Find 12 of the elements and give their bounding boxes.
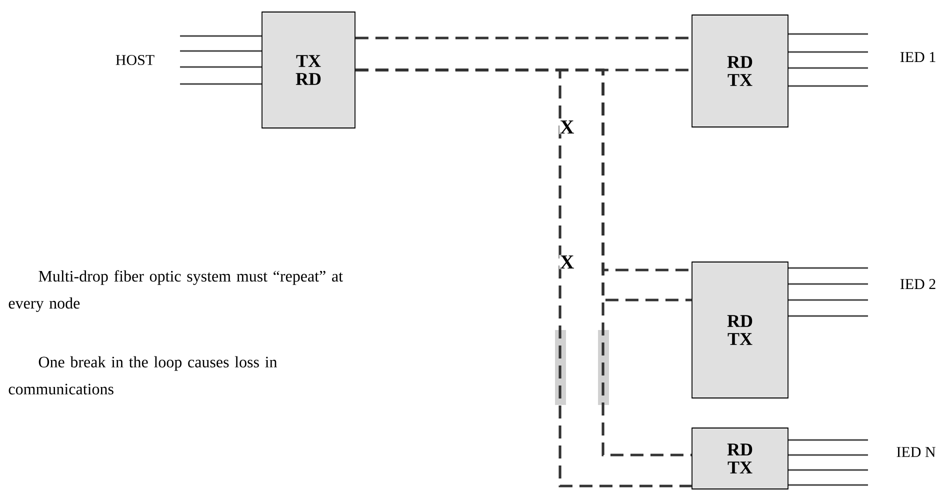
transceiver-box: RD TX [692,428,788,490]
transceiver-box: RD TX [692,14,788,128]
break-mark: X [559,254,575,270]
transceiver-box: RD TX [692,262,788,398]
device-label: IED 1 [900,52,936,62]
note-text: Multi-drop fiber optic system must “repeat” at every node [8,270,343,312]
note-text: One break in the loop causes loss in communications [8,356,278,394]
device-label: HOST [116,54,154,66]
break-mark: X [559,120,575,134]
transceiver-box: TX RD [262,12,356,128]
device-label: IED N [896,447,936,457]
device-label: IED 2 [900,279,936,289]
